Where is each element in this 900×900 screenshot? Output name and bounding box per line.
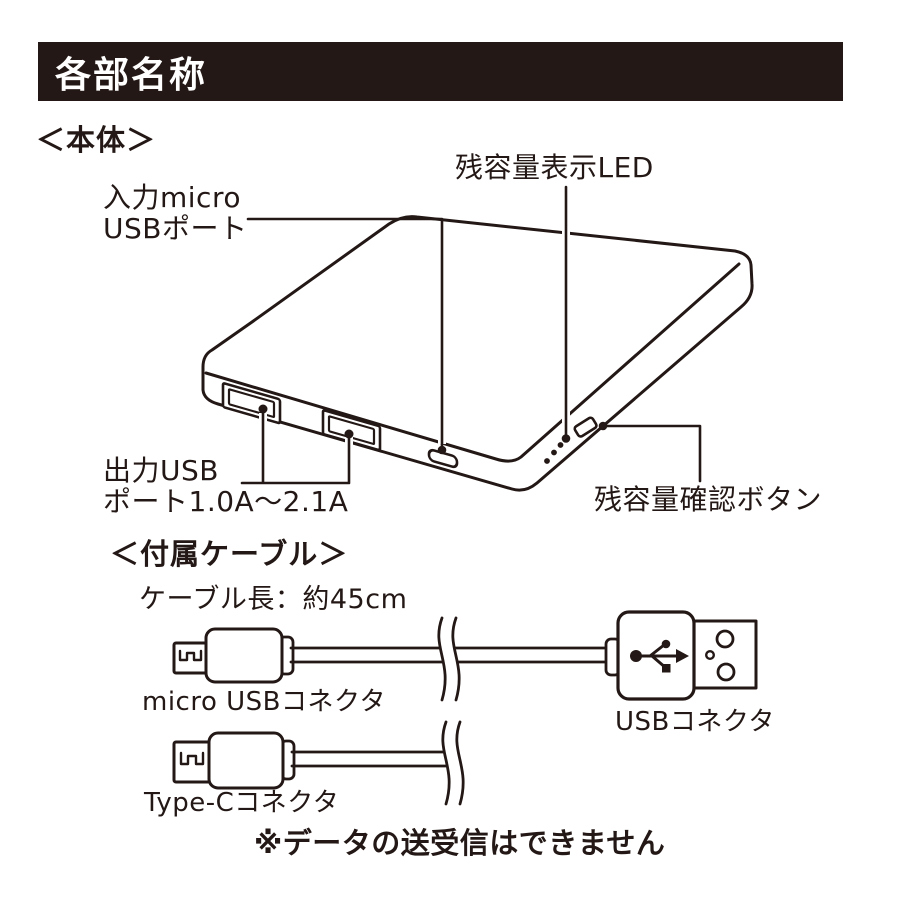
cable-line-2 xyxy=(290,750,452,768)
section-heading-body: ＜本体＞ xyxy=(36,123,157,157)
cable-break-symbol-2 xyxy=(441,720,465,806)
usb-a-shield-hole-top xyxy=(715,629,735,649)
page-title: 各部名称 xyxy=(55,54,208,96)
usb-a-shield xyxy=(691,619,758,690)
type-c-plug-contacts xyxy=(179,751,205,766)
top-face-edge xyxy=(204,262,741,463)
leader-dots xyxy=(258,404,608,455)
cable-length-text: ケーブル長：約45cm xyxy=(139,584,408,615)
type-c-plug-tip xyxy=(172,740,212,784)
micro-usb-plug-body xyxy=(204,627,284,684)
data-transfer-note: ※データの送受信はできません xyxy=(254,826,666,860)
micro-usb-plug-contacts xyxy=(178,649,203,662)
cable-break-symbol-1 xyxy=(437,616,461,702)
label-output-usb-port: 出力USB ポート1.0A～2.1A xyxy=(103,454,349,519)
label-type-c-connector: Type-Cコネクタ xyxy=(144,788,340,818)
label-capacity-check-button: 残容量確認ボタン xyxy=(594,483,823,516)
led-indicator-dots xyxy=(544,442,564,464)
label-micro-usb-connector: micro USBコネクタ xyxy=(142,687,386,717)
cable-micro-usb xyxy=(172,610,758,703)
leader-check-button xyxy=(601,424,702,483)
usb-trident-icon xyxy=(630,639,689,673)
label-input-micro-usb-port: 入力micro USBポート xyxy=(103,181,248,246)
type-c-plug-body xyxy=(207,731,285,790)
section-heading-cable: ＜付属ケーブル＞ xyxy=(110,537,349,571)
header-bar: 各部名称 xyxy=(38,42,843,101)
label-remaining-capacity-led: 残容量表示LED xyxy=(455,151,654,184)
device-outline xyxy=(201,215,754,492)
leader-lines xyxy=(240,185,702,485)
capacity-check-button xyxy=(573,416,598,438)
cable-type-c xyxy=(172,719,465,807)
leader-output-usb xyxy=(240,407,351,485)
device-illustration xyxy=(201,215,754,492)
usb-a-connector xyxy=(604,610,758,701)
label-usb-connector: USBコネクタ xyxy=(615,707,775,737)
usb-a-shield-hole-bottom xyxy=(716,662,736,682)
usb-a-shield-hole-small xyxy=(705,650,716,661)
leader-input-micro-usb xyxy=(246,217,444,450)
